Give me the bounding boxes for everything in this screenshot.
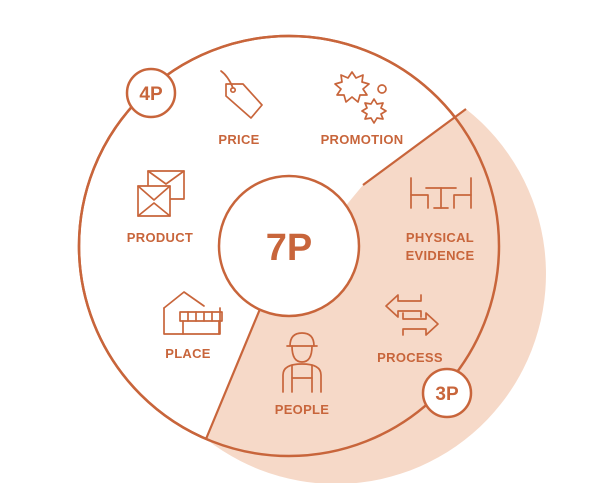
physical-evidence-label-line2: EVIDENCE [406,248,475,263]
product-label: PRODUCT [127,230,193,245]
price-label: PRICE [218,132,259,147]
exchange-arrows-icon [385,294,439,336]
starburst-icon [334,71,387,124]
boxes-icon [137,170,185,217]
person-icon [282,332,322,393]
storefront-icon [163,291,223,335]
center-circle [217,174,361,318]
badge-4p [125,67,177,119]
process-label: PROCESS [377,350,443,365]
promotion-label: PROMOTION [321,132,404,147]
divider-upper [362,108,467,186]
divider-lower [204,308,262,440]
badge-3p [421,367,473,419]
table-chairs-icon [410,177,472,209]
badge-3p-label: 3P [435,384,459,405]
physical-evidence-label-line1: PHYSICAL [406,230,474,245]
badge-4p-label: 4P [139,84,163,105]
people-label: PEOPLE [275,402,330,417]
price-tag-icon [220,70,263,119]
center-label: 7P [266,227,312,269]
place-label: PLACE [165,346,211,361]
